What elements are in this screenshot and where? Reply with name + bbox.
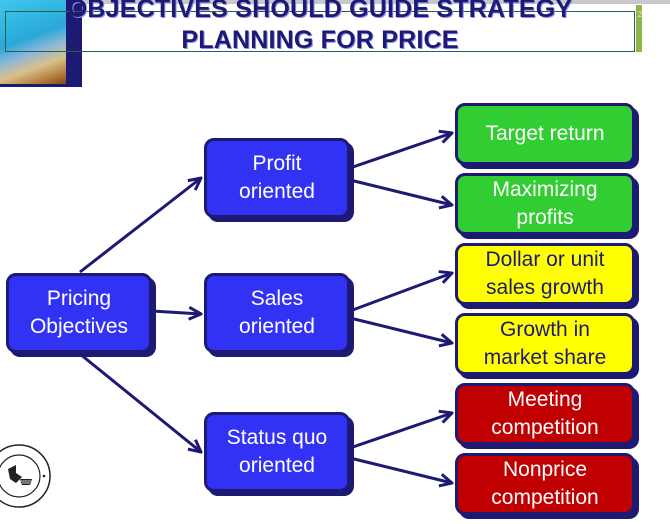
node-label: competition (491, 416, 599, 439)
node-label: oriented (239, 454, 315, 477)
node-label: profits (516, 206, 574, 229)
node-label: competition (491, 486, 599, 509)
node-maximizing-profits: Maximizing profits (455, 173, 635, 235)
node-label: Dollar or unit (485, 248, 605, 271)
accent-tab (636, 5, 642, 52)
node-label: Meeting (507, 388, 583, 411)
node-profit-oriented: Profit oriented (204, 138, 350, 218)
node-label: Growth in (500, 318, 590, 341)
node-label: sales growth (486, 276, 604, 299)
node-label: oriented (239, 180, 315, 203)
node-label: oriented (239, 315, 315, 338)
node-target-return: Target return (455, 103, 635, 165)
node-nonprice-competition: Nonprice competition (455, 453, 635, 515)
node-status-quo-oriented: Status quo oriented (204, 412, 350, 492)
node-label: Profit (252, 152, 302, 175)
title-line-1: OBJECTIVES SHOULD GUIDE STRATEGY (67, 0, 573, 23)
header-photo (0, 0, 66, 84)
node-sales-oriented: Sales oriented (204, 273, 350, 353)
title-line-2: PLANNING FOR PRICE (181, 26, 459, 54)
node-label: market share (483, 346, 607, 369)
title-frame (5, 11, 635, 52)
slide-title: OBJECTIVES SHOULD GUIDE STRATEGY PLANNIN… (0, 0, 640, 56)
node-label: Objectives (29, 315, 129, 338)
slide-number: 2 (637, 10, 643, 19)
header-accent-bar (66, 0, 82, 87)
node-sales-growth: Dollar or unit sales growth (455, 243, 635, 305)
node-label: Sales (250, 287, 304, 310)
node-label: Target return (485, 122, 605, 145)
university-seal-logo-icon (0, 444, 51, 508)
node-label: Status quo (226, 426, 328, 449)
window-top-bar (0, 0, 670, 4)
node-label: Maximizing (492, 178, 598, 201)
node-market-share: Growth in market share (455, 313, 635, 375)
header-accent-bottom (0, 84, 82, 87)
node-label: Nonprice (502, 458, 588, 481)
node-label: Pricing (46, 287, 112, 310)
node-meeting-competition: Meeting competition (455, 383, 635, 445)
